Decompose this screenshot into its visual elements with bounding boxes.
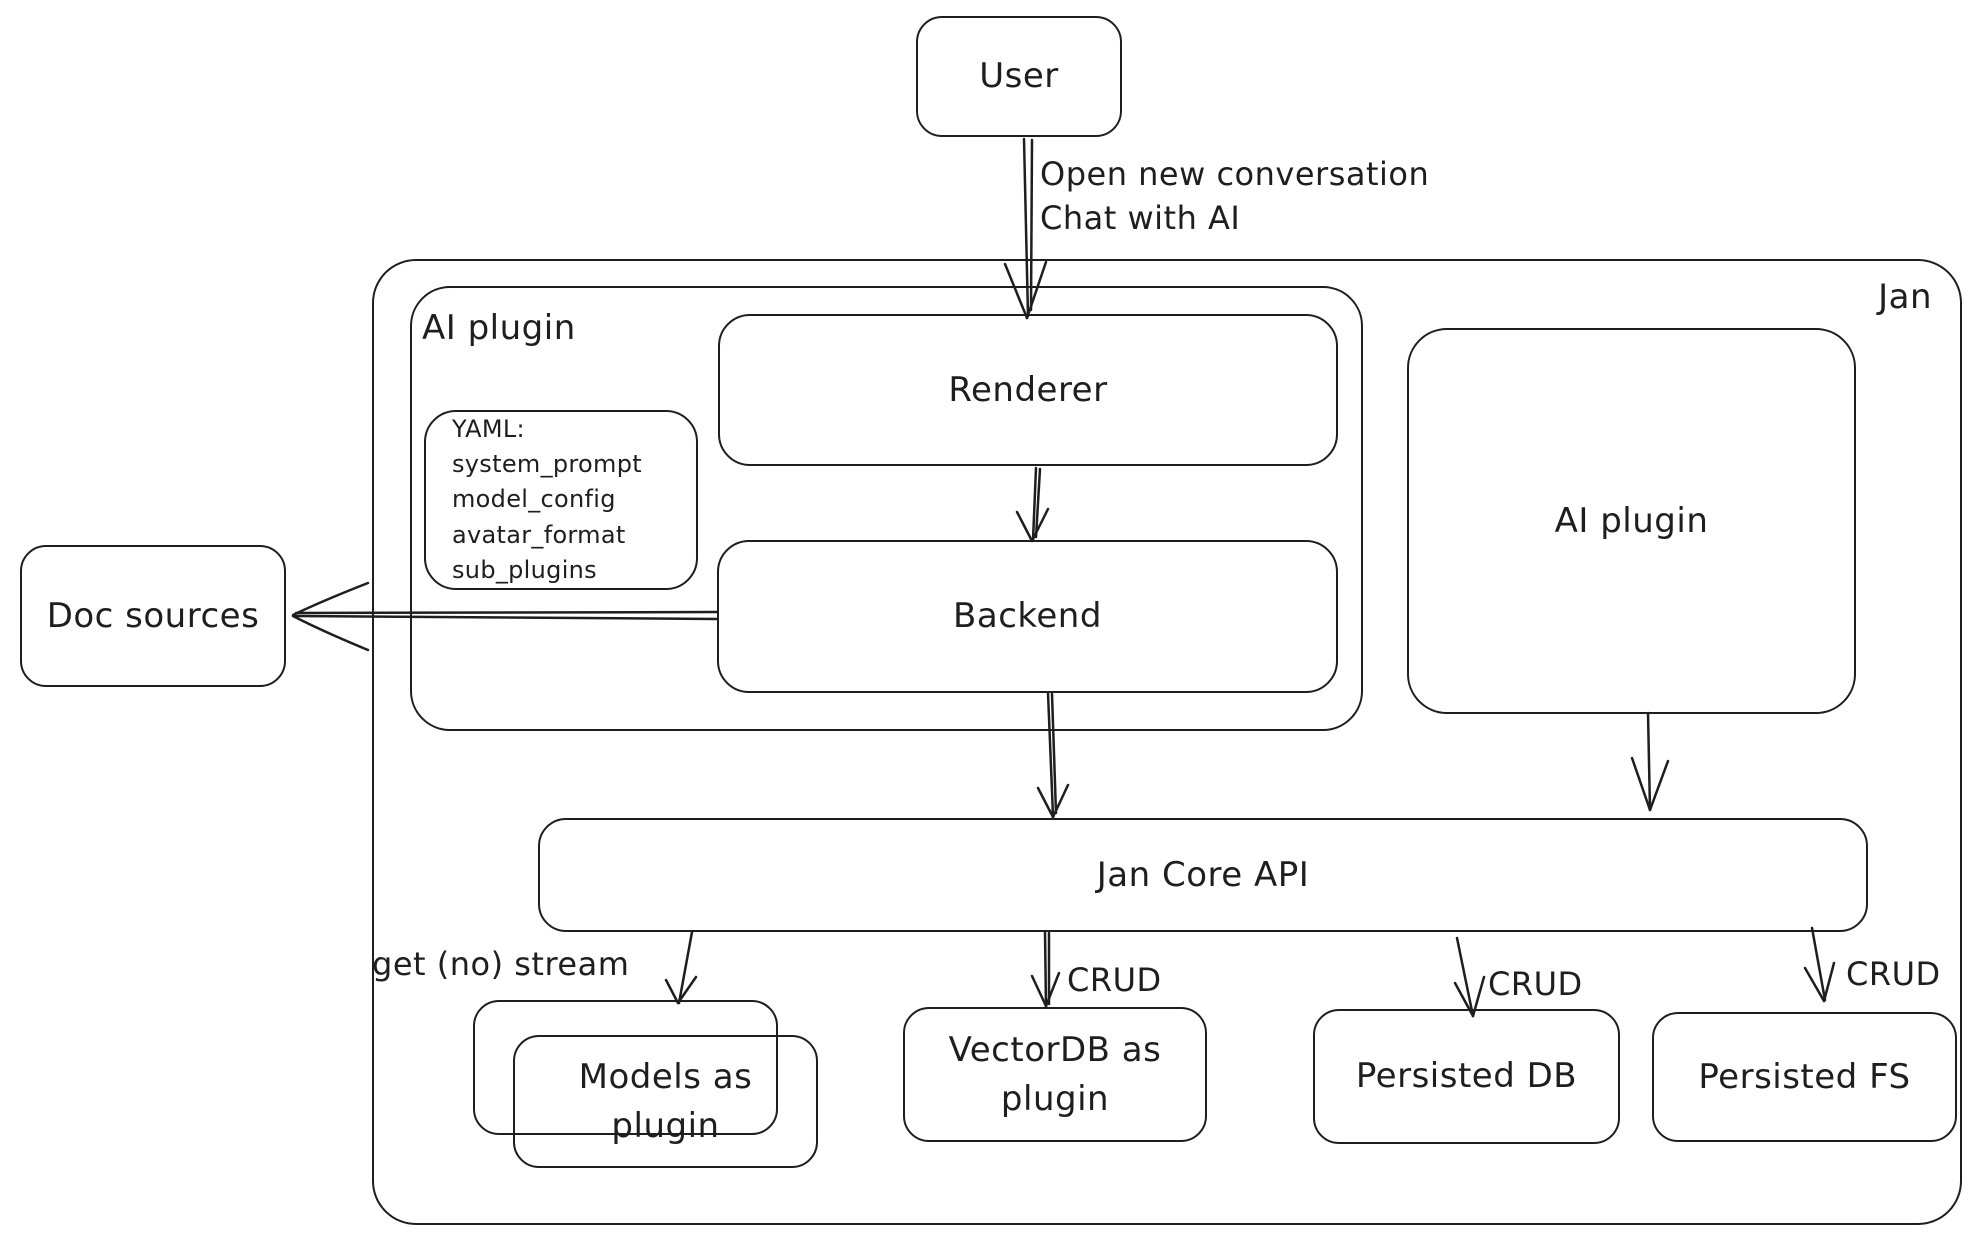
node-persisted-db: Persisted DB [1313,1009,1620,1144]
node-yaml-note: YAML: system_prompt model_config avatar_… [424,410,698,590]
jan-container-label: Jan [1878,277,1932,317]
node-ai-plugin-right: AI plugin [1407,328,1856,714]
node-ai-plugin-container: AI plugin [410,286,1363,731]
label-crud-persisted-db: CRUD [1488,965,1583,1003]
label-user-to-renderer: Open new conversation Chat with AI [1040,155,1430,238]
label-get-no-stream: get (no) stream [372,945,630,983]
node-models-as-plugin: Models as plugin [513,1035,818,1168]
node-jan-core-api: Jan Core API [538,818,1868,932]
arrowhead [291,614,370,652]
arrowhead [291,581,370,617]
node-jan-container: Jan [372,259,1962,1225]
node-persisted-fs: Persisted FS [1652,1012,1957,1142]
node-doc-sources: Doc sources [20,545,286,687]
node-vectordb-as-plugin: VectorDB as plugin [903,1007,1207,1142]
ai-plugin-container-label: AI plugin [422,308,576,348]
node-models-as-plugin-back [473,1000,778,1135]
node-backend: Backend [717,540,1338,693]
node-renderer: Renderer [718,314,1338,466]
label-crud-persisted-fs: CRUD [1846,955,1941,993]
node-user: User [916,16,1122,137]
label-crud-vectordb: CRUD [1067,961,1162,999]
